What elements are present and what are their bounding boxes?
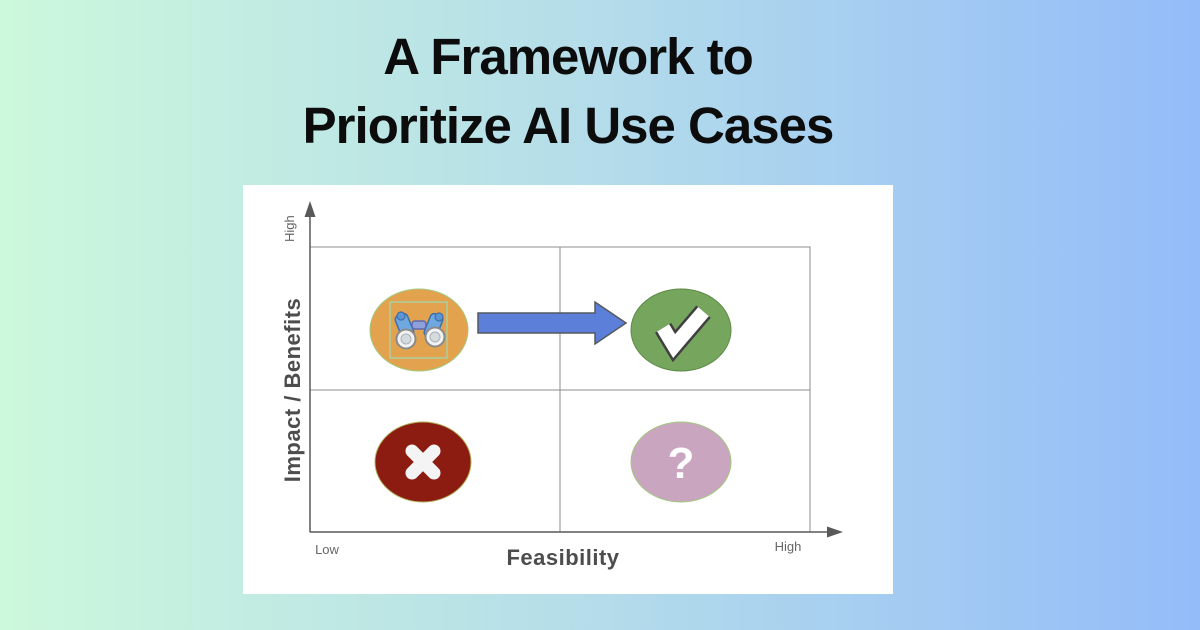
quadrant-bubbles: ? — [369, 288, 732, 503]
y-axis-title: Impact / Benefits — [280, 298, 305, 483]
y-axis-high-tick: High — [282, 215, 297, 242]
quadrant-bubble-bottom-right — [630, 421, 732, 503]
page-title: A Framework to Prioritize AI Use Cases — [243, 22, 893, 160]
checkmark-icon — [654, 305, 711, 363]
x-axis: Low Feasibility High — [310, 526, 843, 570]
binoculars-icon — [389, 301, 448, 359]
x-axis-title: Feasibility — [506, 545, 619, 570]
matrix-grid — [309, 246, 811, 533]
prioritization-matrix-diagram: High Impact / Benefits Low Feasibility H… — [280, 201, 843, 570]
x-axis-high-tick: High — [775, 539, 802, 554]
cross-icon — [405, 444, 441, 480]
quadrant-bubble-top-left — [369, 288, 469, 372]
question-mark-icon: ? — [668, 439, 695, 488]
y-axis-arrowhead-icon — [304, 201, 316, 217]
transition-arrow-icon — [477, 300, 628, 346]
x-axis-low-tick: Low — [315, 542, 339, 557]
x-axis-arrowhead-icon — [827, 526, 843, 538]
page-title-line-1: A Framework to — [383, 28, 754, 85]
binoculars-selection-box — [389, 301, 448, 359]
page-title-line-2: Prioritize AI Use Cases — [302, 97, 835, 154]
y-axis: High Impact / Benefits — [280, 201, 316, 532]
matrix-card: High Impact / Benefits Low Feasibility H… — [243, 185, 893, 594]
